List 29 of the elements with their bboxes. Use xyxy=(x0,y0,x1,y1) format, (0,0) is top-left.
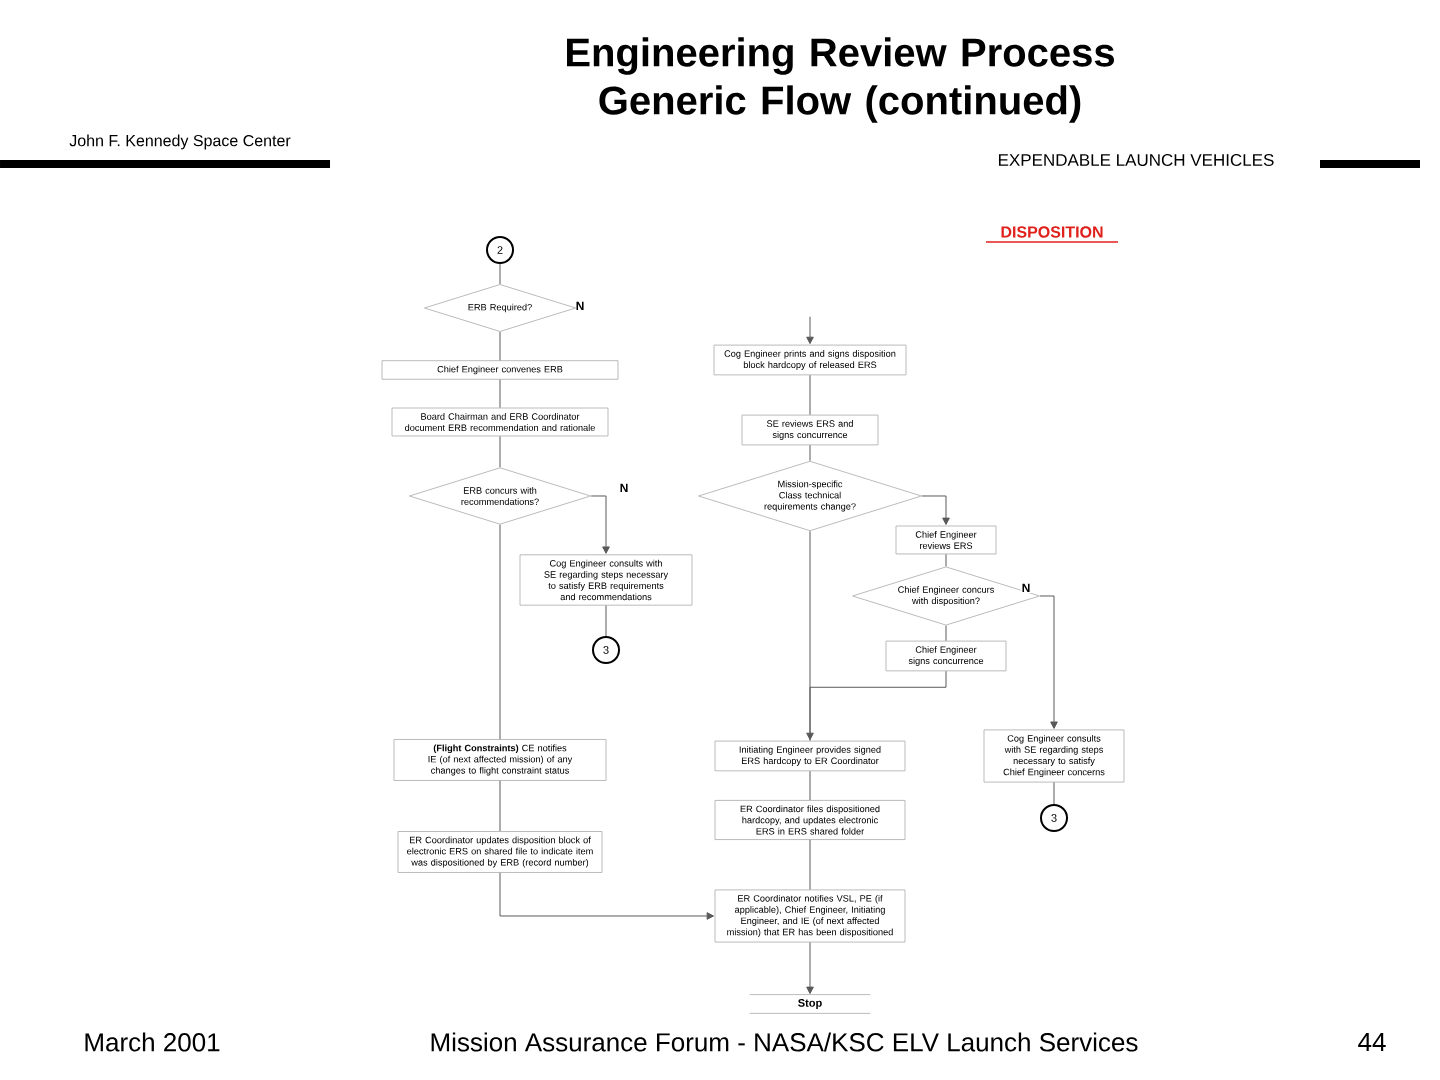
connector-line xyxy=(809,374,811,416)
title: Engineering Review Process Generic Flow (continued) xyxy=(567,37,1114,123)
arrow xyxy=(921,495,950,525)
footer-text: March 2001 xyxy=(85,1032,220,1052)
connector-line xyxy=(499,263,501,285)
connector-line xyxy=(499,331,501,361)
connector-line xyxy=(809,444,811,462)
connector-line xyxy=(809,839,811,890)
connector-line xyxy=(809,770,811,801)
connector-line xyxy=(945,625,947,642)
connector-line xyxy=(605,605,607,637)
header-text: EXPENDABLE LAUNCH VEHICLES xyxy=(999,154,1274,166)
arrow xyxy=(1039,595,1058,729)
connector-line xyxy=(499,379,501,409)
header-text: John F. Kennedy Space Center xyxy=(69,134,291,150)
arrow xyxy=(806,670,947,741)
footer-text: 44 xyxy=(1358,1033,1386,1051)
arrow xyxy=(590,495,610,554)
section-heading: DISPOSITION xyxy=(985,226,1119,243)
connector-line xyxy=(499,435,501,468)
arrow xyxy=(806,941,814,994)
connector-line xyxy=(945,553,947,567)
connector-line xyxy=(1053,781,1055,805)
connector-line xyxy=(499,524,501,740)
arrow xyxy=(806,316,814,345)
arrow xyxy=(499,872,714,920)
connector-line xyxy=(499,780,501,832)
connector-line xyxy=(809,530,811,742)
footer-text: Mission Assurance Forum - NASA/KSC ELV Launch Services xyxy=(431,1032,1138,1052)
